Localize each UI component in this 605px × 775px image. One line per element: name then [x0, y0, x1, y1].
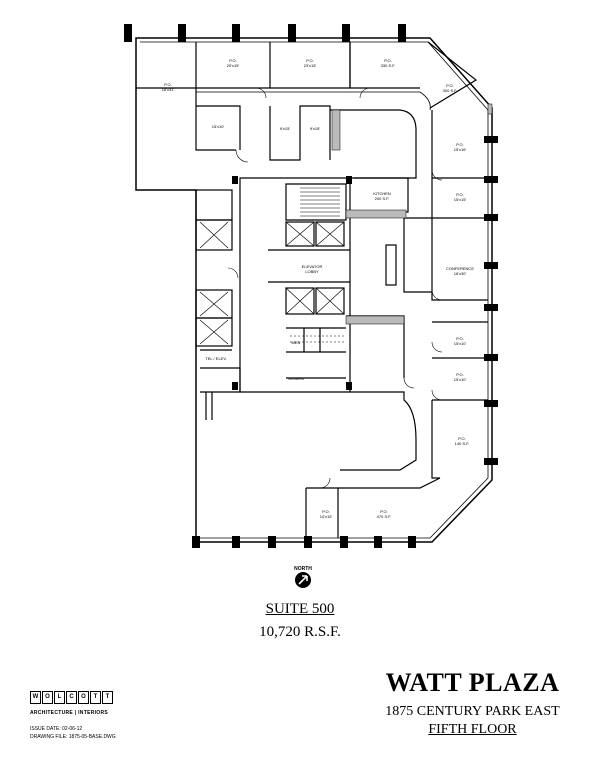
room-label: P.O. [384, 58, 392, 63]
room-size: 200 S.F. [375, 196, 390, 201]
logo-letter: L [54, 691, 65, 704]
room-size: 15'x10' [212, 124, 225, 129]
logo-letter: O [42, 691, 53, 704]
room-size: 300 S.F. [443, 88, 458, 93]
room-size: 15'x15' [454, 197, 467, 202]
logo-letter: T [102, 691, 113, 704]
exterior-wall-inner [140, 41, 489, 539]
building-address: 1875 CENTURY PARK EAST [385, 704, 560, 719]
room-label: P.O. [456, 192, 464, 197]
room-label: P.O. [446, 83, 454, 88]
room-label: MEN [292, 340, 301, 345]
room-size: 23'x15' [304, 63, 317, 68]
suite-name: SUITE 500 [265, 601, 335, 617]
building-name: WATT PLAZA [385, 668, 560, 697]
room-label: TEL / ELEV. [205, 356, 227, 361]
logo-letter: T [90, 691, 101, 704]
room-size: 9'x15' [310, 126, 320, 131]
room-label: P.O. [380, 509, 388, 514]
room-size: 9'x15' [280, 126, 290, 131]
logo-letter: O [78, 691, 89, 704]
floor-plan: P.O. 16'x31' P.O. 20'x15' P.O. 23'x15' P… [124, 24, 498, 588]
room-size: LOBBY [305, 269, 319, 274]
room-size: 20'x15' [227, 63, 240, 68]
room-size: 330 S.F. [381, 63, 396, 68]
issue-date: ISSUE DATE: 02-06-12 [30, 726, 83, 732]
floor-name: FIFTH FLOOR [428, 722, 517, 737]
room-label: P.O. [164, 82, 172, 87]
room-size: 15'x16' [454, 147, 467, 152]
room-size: 16'x31' [162, 87, 175, 92]
room-size: 140 S.F. [455, 441, 470, 446]
drawing-file: DRAWING FILE: 1875-05-BASE.DWG [30, 734, 116, 740]
room-size: 470 S.F. [377, 514, 392, 519]
room-label: P.O. [229, 58, 237, 63]
suite-area: 10,720 R.S.F. [259, 624, 341, 640]
room-label: P.O. [456, 142, 464, 147]
room-size: 16'x30' [454, 271, 467, 276]
svg-text:NORTH: NORTH [294, 566, 312, 572]
north-arrow-icon: NORTH [294, 566, 312, 588]
room-label: P.O. [456, 372, 464, 377]
exterior-wall [135, 37, 493, 543]
logo-letter: C [66, 691, 77, 704]
room-label: CONFERENCE [446, 266, 474, 271]
room-label: P.O. [322, 509, 330, 514]
room-size: 10'x15' [320, 514, 333, 519]
logo-letter: W [30, 691, 41, 704]
firm-subtitle: ARCHITECTURE | INTERIORS [30, 710, 109, 716]
room-label: KITCHEN [373, 191, 391, 196]
room-label: P.O. [458, 436, 466, 441]
room-label: P.O. [306, 58, 314, 63]
firm-logo: W O L C O T T [30, 691, 114, 704]
room-size: 15'x10' [454, 377, 467, 382]
room-size: 15'x10' [454, 341, 467, 346]
room-label: WOMEN [288, 376, 304, 381]
room-label: P.O. [456, 336, 464, 341]
room-label: ELEVATOR [302, 264, 323, 269]
